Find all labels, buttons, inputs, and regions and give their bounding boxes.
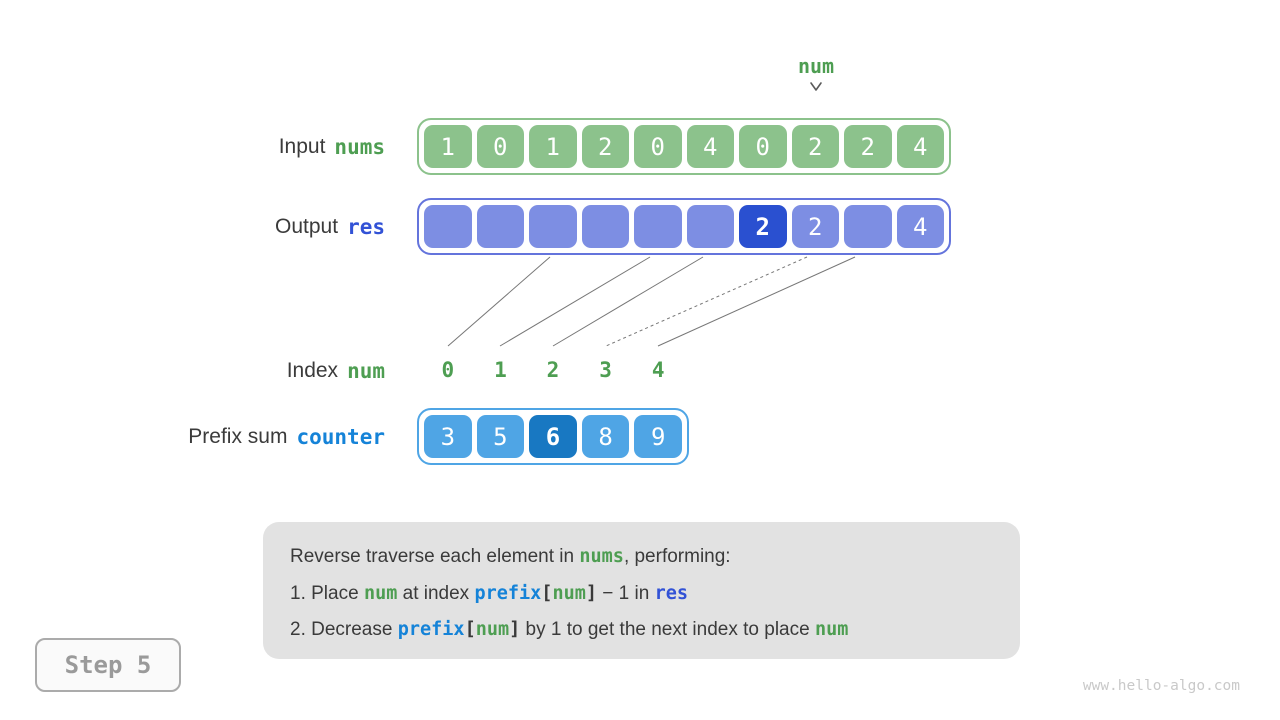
array-cell: 2 [844, 125, 892, 168]
counter-array: 3 5 6 8 9 [417, 408, 689, 465]
array-cell: 4 [896, 205, 944, 248]
index-value: 3 [599, 358, 612, 382]
note-text: 2. Decrease [290, 619, 398, 640]
note-text: by 1 to get the next index to place [520, 619, 815, 640]
counter-code-label: counter [296, 424, 385, 449]
output-row-label: Output res [0, 198, 385, 255]
array-cell [424, 205, 472, 248]
prefix-sum-label-text: Prefix sum [188, 424, 288, 448]
prefix-code-ref: prefix [397, 619, 465, 640]
array-cell-highlighted: 2 [739, 205, 787, 248]
array-cell-highlighted: 6 [529, 415, 577, 458]
array-cell: 8 [581, 415, 630, 458]
index-value: 1 [494, 358, 507, 382]
array-cell: 5 [476, 415, 525, 458]
array-cell: 4 [896, 125, 944, 168]
nums-code-label: nums [334, 134, 385, 159]
note-text: 1. Place [290, 582, 364, 604]
index-row-label: Index num [0, 358, 385, 384]
array-cell: 3 [424, 415, 472, 458]
nums-code-ref: nums [579, 546, 624, 567]
bracket: [ [541, 582, 553, 604]
num-pointer-label: num [797, 54, 835, 78]
array-cell [476, 205, 524, 248]
note-text: − 1 in [597, 582, 655, 604]
note-line-step1: 1. Place num at index prefix[num] − 1 in… [290, 576, 993, 613]
num-code-ref: num [814, 619, 849, 640]
array-cell [686, 205, 734, 248]
note-line-step2: 2. Decrease prefix[num] by 1 to get the … [290, 612, 993, 649]
input-row-label: Input nums [0, 118, 385, 175]
res-code-label: res [347, 214, 385, 239]
step-badge: Step 5 [35, 638, 181, 692]
index-value: 4 [651, 358, 665, 382]
note-text: Reverse traverse each element in [290, 546, 580, 567]
index-value: 2 [546, 358, 560, 382]
input-array: 1 0 1 2 0 4 0 2 2 4 [417, 118, 951, 175]
array-cell: 2 [791, 125, 839, 168]
array-cell [529, 205, 577, 248]
array-cell: 4 [686, 125, 734, 168]
note-text: , performing: [623, 546, 731, 567]
bracket: [ [464, 619, 476, 640]
array-cell: 9 [634, 415, 682, 458]
prefix-sum-row-label: Prefix sum counter [0, 408, 385, 465]
array-cell: 1 [424, 125, 472, 168]
bracket: ] [509, 619, 521, 640]
note-text: at index [397, 582, 475, 604]
num-code-ref: num [363, 582, 398, 604]
output-label-text: Output [275, 214, 339, 238]
num-code-ref: num [552, 582, 586, 604]
array-cell: 0 [634, 125, 682, 168]
array-cell: 1 [529, 125, 577, 168]
note-box: Reverse traverse each element in nums, p… [263, 522, 1020, 659]
index-labels: 0 1 2 3 4 [417, 358, 689, 382]
array-cell: 0 [476, 125, 524, 168]
output-array: 2 2 4 [417, 198, 951, 255]
array-cell [581, 205, 629, 248]
index-value: 0 [441, 358, 455, 382]
index-label-text: Index [286, 359, 339, 382]
array-cell [634, 205, 682, 248]
array-cell [844, 205, 892, 248]
prefix-code-ref: prefix [474, 582, 542, 604]
res-code-ref: res [654, 582, 688, 604]
num-pointer: num [785, 54, 847, 92]
array-cell: 2 [581, 125, 629, 168]
input-label-text: Input [278, 134, 326, 158]
note-line-intro: Reverse traverse each element in nums, p… [290, 539, 993, 576]
array-cell: 0 [739, 125, 787, 168]
chevron-down-icon [810, 82, 822, 91]
num-code-ref: num [475, 619, 510, 640]
watermark: www.hello-algo.com [1082, 678, 1240, 694]
array-cell: 2 [791, 205, 839, 248]
bracket: ] [585, 582, 597, 604]
num-code-label: num [347, 359, 385, 383]
